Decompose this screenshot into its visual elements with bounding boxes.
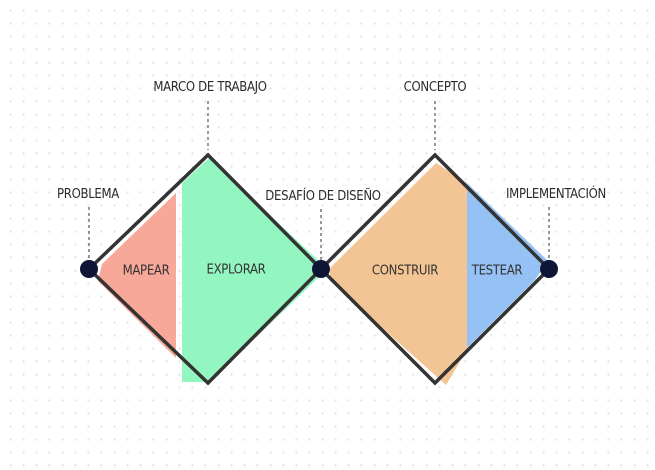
explorar-label: EXPLORAR [206,262,266,278]
construir-label: CONSTRUIR [371,263,439,279]
implementacion-node [540,260,558,278]
desafio-de-diseno-label: DESAFÍO DE DISEÑO [265,189,381,204]
problema-label: PROBLEMA [57,187,119,202]
problema-node [80,260,98,278]
explorar-region [182,158,322,382]
desafio-node [312,260,330,278]
testear-region [467,183,548,348]
implementacion-label: IMPLEMENTACIÓN [506,187,606,202]
marco-de-trabajo-label: MARCO DE TRABAJO [153,80,267,95]
construir-region [330,163,467,385]
concepto-label: CONCEPTO [403,80,467,95]
mapear-region [98,193,176,358]
testear-label: TESTEAR [471,263,523,279]
mapear-label: MAPEAR [122,263,170,279]
